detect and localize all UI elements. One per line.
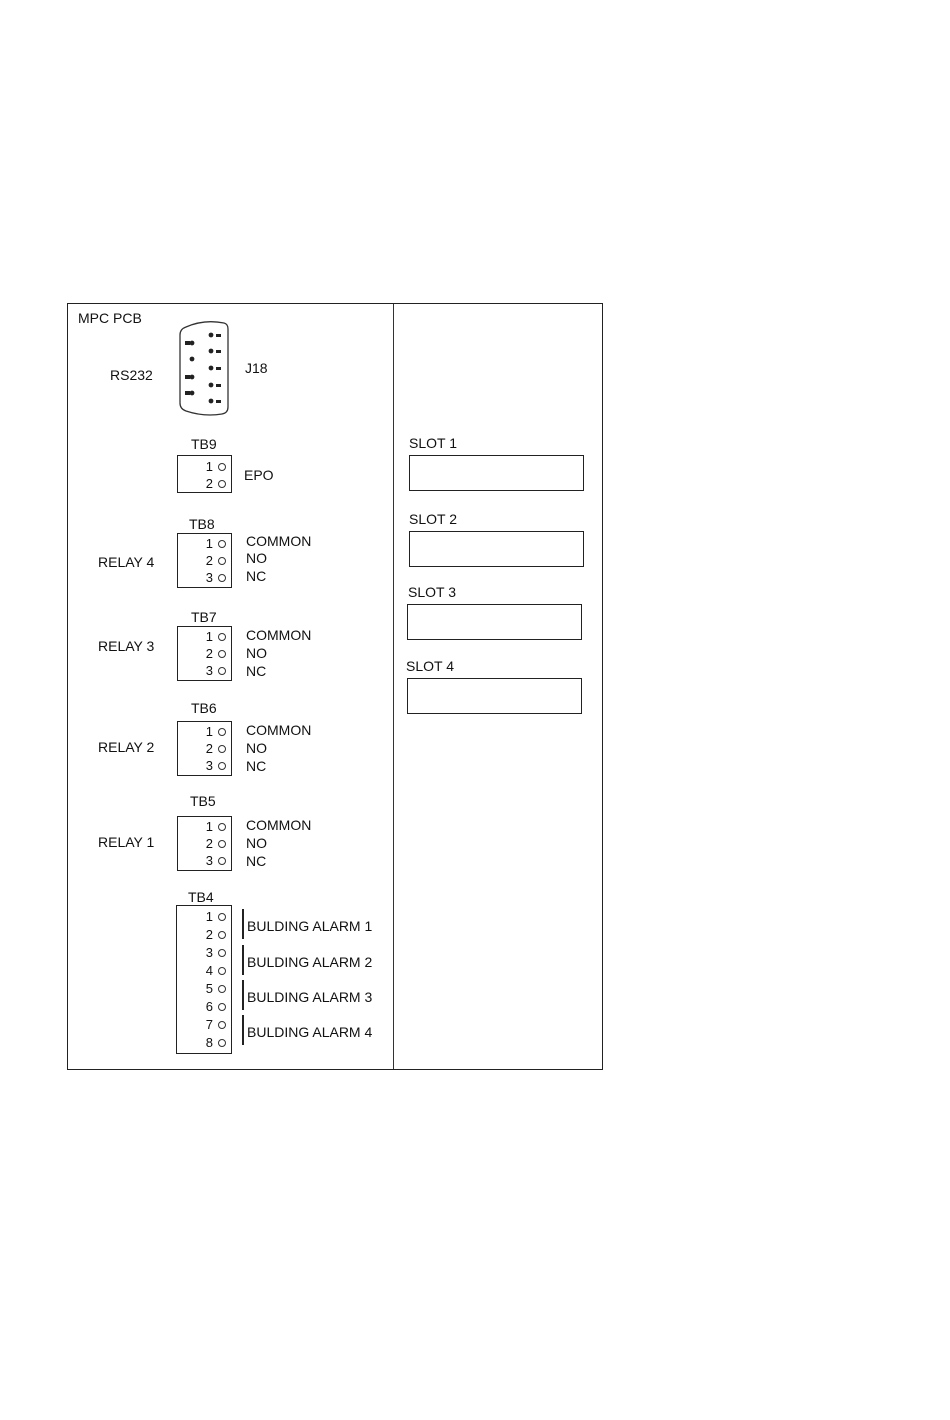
tb5-signal-no: NO (246, 835, 267, 851)
tb7-name: TB7 (191, 609, 217, 625)
pin-icon (218, 857, 226, 865)
tb8-terminal-block: 1 2 3 (177, 533, 232, 588)
tb5-name: TB5 (190, 793, 216, 809)
tb8-signal-nc: NC (246, 568, 266, 584)
slot-4-label: SLOT 4 (406, 658, 454, 674)
db9-connector-icon (178, 321, 230, 417)
alarm-1-bracket (242, 909, 244, 939)
pin-icon (218, 931, 226, 939)
slot-1-box (409, 455, 584, 491)
building-alarm-3-label: BULDING ALARM 3 (247, 989, 372, 1005)
tb5-terminal-block: 1 2 3 (177, 816, 232, 871)
pin-icon (218, 840, 226, 848)
tb8-signal-no: NO (246, 550, 267, 566)
tb8-pin-3: 3 (206, 570, 213, 586)
pin-icon (218, 1039, 226, 1047)
tb4-pin-4: 4 (206, 963, 213, 979)
pin-icon (218, 633, 226, 641)
tb6-pin-2: 2 (206, 741, 213, 757)
pin-icon (218, 540, 226, 548)
tb7-signal-common: COMMON (246, 627, 311, 643)
tb7-pin-1: 1 (206, 629, 213, 645)
pin-icon (218, 667, 226, 675)
alarm-2-bracket (242, 945, 244, 975)
pin-icon (218, 913, 226, 921)
tb7-signal-no: NO (246, 645, 267, 661)
board-title: MPC PCB (78, 310, 142, 326)
panel-divider (393, 304, 394, 1069)
pin-icon (218, 463, 226, 471)
tb5-signal-common: COMMON (246, 817, 311, 833)
tb6-signal-nc: NC (246, 758, 266, 774)
tb7-terminal-block: 1 2 3 (177, 626, 232, 681)
tb4-terminal-block: 1 2 3 4 5 6 7 8 (176, 905, 232, 1054)
tb7-pin-2: 2 (206, 646, 213, 662)
pin-icon (218, 1021, 226, 1029)
tb5-pin-2: 2 (206, 836, 213, 852)
pin-icon (218, 480, 226, 488)
tb9-name: TB9 (191, 436, 217, 452)
slot-3-box (407, 604, 582, 640)
tb4-pin-1: 1 (206, 909, 213, 925)
pin-icon (218, 745, 226, 753)
slot-3-label: SLOT 3 (408, 584, 456, 600)
tb8-pin-1: 1 (206, 536, 213, 552)
tb8-pin-2: 2 (206, 553, 213, 569)
tb9-pin-2: 2 (206, 476, 213, 492)
j18-label: J18 (245, 360, 268, 376)
tb4-pin-2: 2 (206, 927, 213, 943)
tb4-pin-8: 8 (206, 1035, 213, 1051)
pin-icon (218, 949, 226, 957)
tb6-signal-common: COMMON (246, 722, 311, 738)
pin-icon (218, 728, 226, 736)
tb6-pin-1: 1 (206, 724, 213, 740)
tb4-name: TB4 (188, 889, 214, 905)
tb4-pin-7: 7 (206, 1017, 213, 1033)
slot-2-box (409, 531, 584, 567)
tb4-pin-5: 5 (206, 981, 213, 997)
tb6-pin-3: 3 (206, 758, 213, 774)
alarm-3-bracket (242, 980, 244, 1010)
pin-icon (218, 650, 226, 658)
pin-icon (218, 985, 226, 993)
epo-label: EPO (244, 467, 274, 483)
relay-2-label: RELAY 2 (98, 739, 154, 755)
tb8-signal-common: COMMON (246, 533, 311, 549)
tb4-pin-3: 3 (206, 945, 213, 961)
tb7-signal-nc: NC (246, 663, 266, 679)
tb9-pin-1: 1 (206, 459, 213, 475)
tb4-pin-6: 6 (206, 999, 213, 1015)
tb6-signal-no: NO (246, 740, 267, 756)
slot-4-box (407, 678, 582, 714)
tb5-pin-1: 1 (206, 819, 213, 835)
building-alarm-4-label: BULDING ALARM 4 (247, 1024, 372, 1040)
tb5-pin-3: 3 (206, 853, 213, 869)
rs232-label: RS232 (110, 367, 153, 383)
tb9-terminal-block: 1 2 (177, 455, 232, 493)
pin-icon (218, 823, 226, 831)
slot-2-label: SLOT 2 (409, 511, 457, 527)
relay-4-label: RELAY 4 (98, 554, 154, 570)
pin-icon (218, 1003, 226, 1011)
alarm-4-bracket (242, 1015, 244, 1045)
tb7-pin-3: 3 (206, 663, 213, 679)
tb8-name: TB8 (189, 516, 215, 532)
tb5-signal-nc: NC (246, 853, 266, 869)
slot-1-label: SLOT 1 (409, 435, 457, 451)
pin-icon (218, 557, 226, 565)
relay-3-label: RELAY 3 (98, 638, 154, 654)
tb6-name: TB6 (191, 700, 217, 716)
pin-icon (218, 967, 226, 975)
tb6-terminal-block: 1 2 3 (177, 721, 232, 776)
building-alarm-2-label: BULDING ALARM 2 (247, 954, 372, 970)
pin-icon (218, 762, 226, 770)
pin-icon (218, 574, 226, 582)
relay-1-label: RELAY 1 (98, 834, 154, 850)
building-alarm-1-label: BULDING ALARM 1 (247, 918, 372, 934)
pcb-diagram: MPC PCB RS232 J18 TB9 1 2 EPO TB8 RELAY … (67, 303, 603, 1070)
